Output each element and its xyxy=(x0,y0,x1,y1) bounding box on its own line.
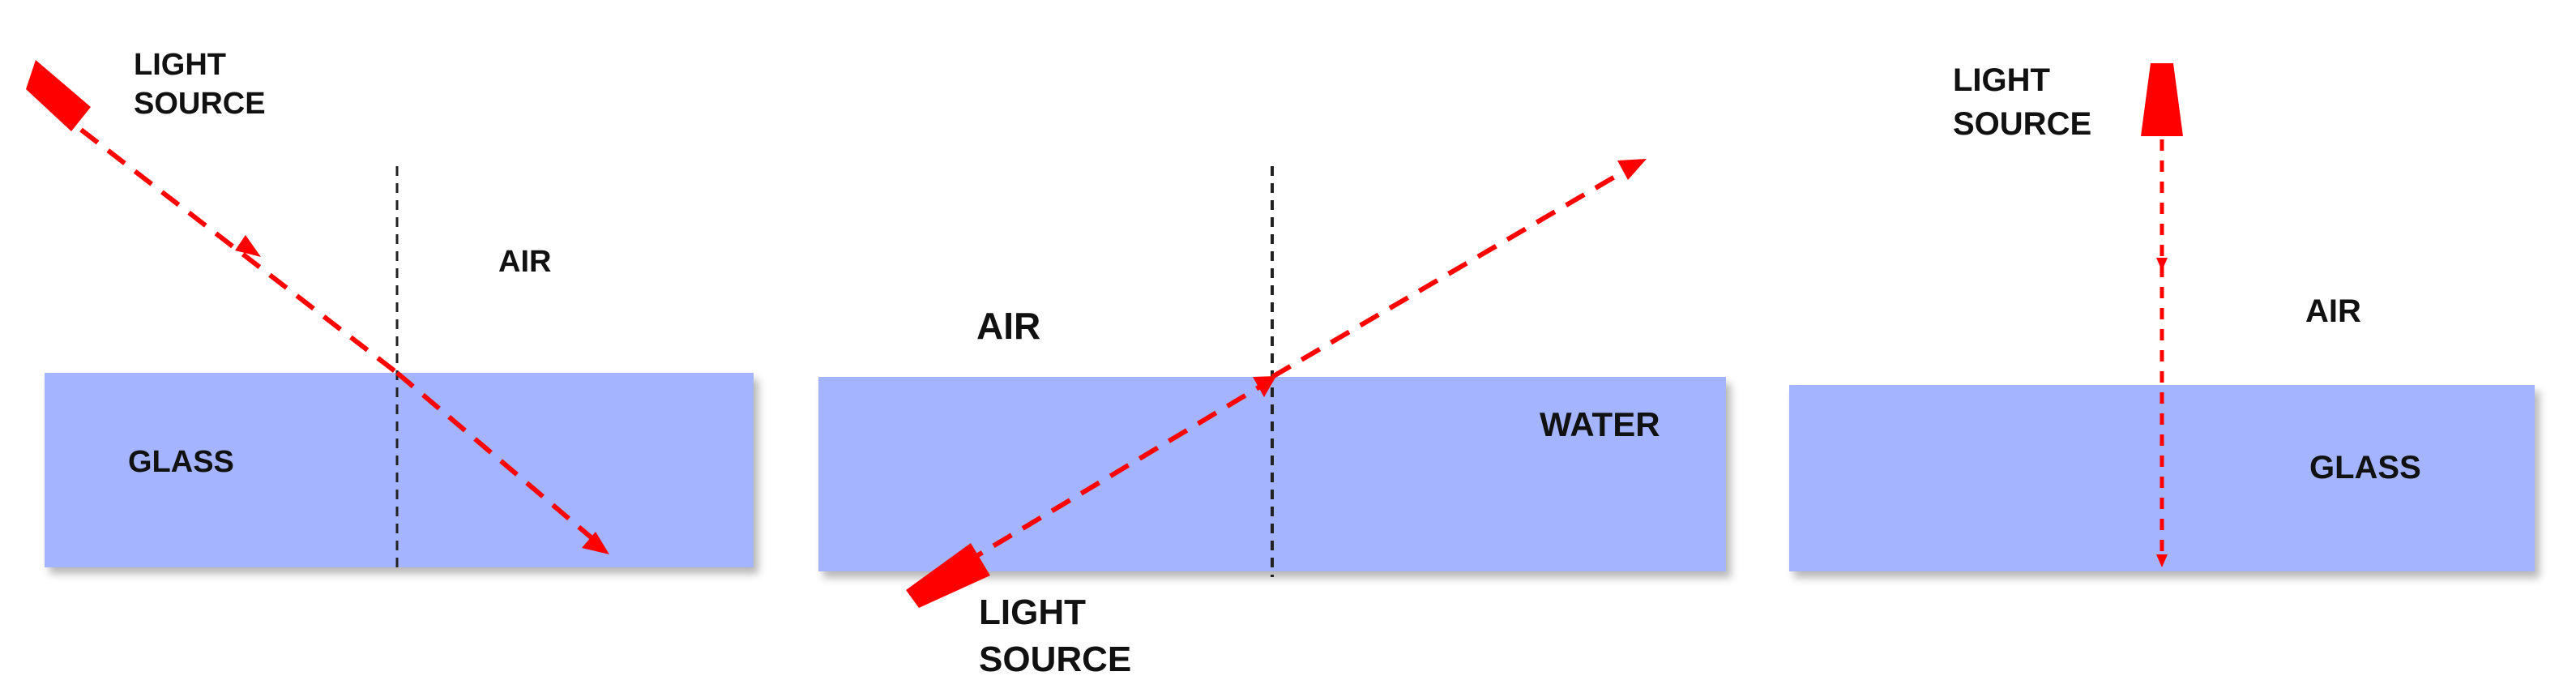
air-label: AIR xyxy=(2305,293,2361,329)
light-source-icon xyxy=(26,60,91,131)
light-source-icon xyxy=(2141,63,2183,136)
glass-label: GLASS xyxy=(2309,450,2421,486)
incident-direction-arrowhead xyxy=(1253,376,1276,397)
incident-direction-arrowhead xyxy=(235,235,261,257)
refracted-ray xyxy=(1271,166,1630,379)
incident-ray xyxy=(963,377,1274,566)
refracted-ray-arrowhead xyxy=(582,532,609,554)
ray-arrowhead xyxy=(2156,554,2168,567)
light-source-icon xyxy=(906,543,990,608)
ray-arrowhead xyxy=(2156,258,2168,271)
glass-block xyxy=(45,373,754,567)
air-label: AIR xyxy=(498,245,551,279)
refracted-ray-arrowhead xyxy=(1617,159,1647,180)
air-label: AIR xyxy=(976,305,1040,347)
refracted-ray xyxy=(395,370,601,547)
water-label: WATER xyxy=(1540,405,1660,443)
glass-label: GLASS xyxy=(128,445,234,479)
